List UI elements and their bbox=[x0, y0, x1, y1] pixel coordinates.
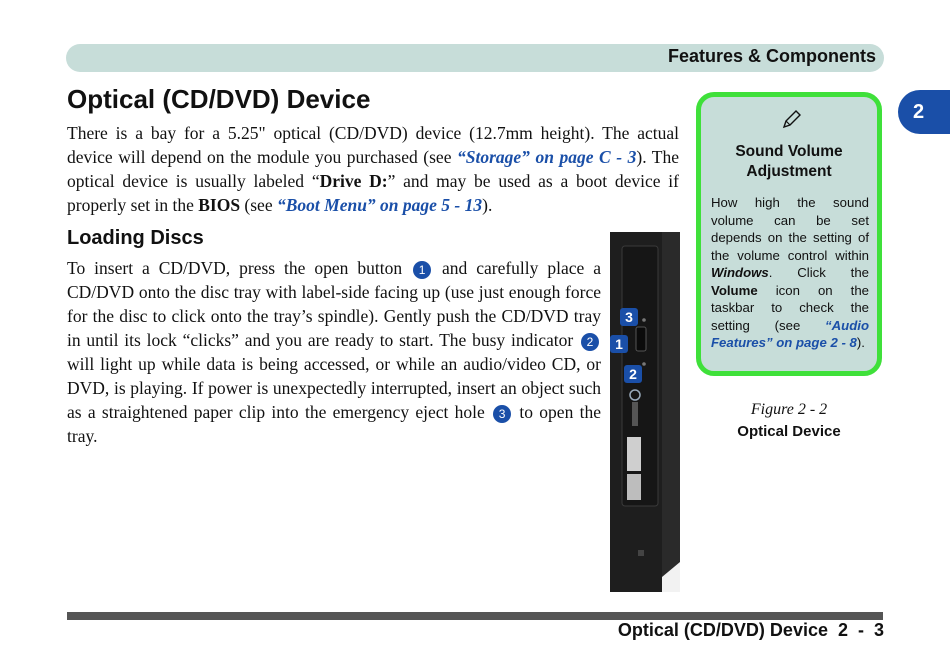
loading-discs-paragraph: To insert a CD/DVD, press the open butto… bbox=[67, 256, 601, 448]
callout-3: 3 bbox=[620, 308, 638, 326]
loading-text: to open the tray. bbox=[67, 402, 601, 446]
bios-label: BIOS bbox=[198, 195, 241, 215]
loading-text: will light up while data is being access… bbox=[67, 354, 601, 422]
intro-text: (see bbox=[240, 195, 277, 215]
boot-menu-link[interactable]: “Boot Menu” on page 5 - 13 bbox=[276, 195, 483, 215]
drive-label: Drive D: bbox=[319, 171, 388, 191]
footer-text: Optical (CD/DVD) Device 2 - 3 bbox=[617, 620, 884, 640]
note-text: icon on the taskbar to check the setting… bbox=[711, 282, 869, 333]
callout-badge-1: 1 bbox=[413, 260, 432, 279]
intro-text: ” and may be used as a boot device if pr… bbox=[67, 171, 679, 215]
figure-name: Optical Device bbox=[737, 423, 841, 440]
callout-badge-3: 3 bbox=[493, 404, 512, 423]
svg-text:2: 2 bbox=[629, 366, 637, 382]
svg-text:3: 3 bbox=[625, 309, 633, 325]
callout-badge-2: 2 bbox=[581, 332, 599, 351]
storage-link[interactable]: “Storage” on page C - 3 bbox=[457, 147, 637, 167]
callout-1: 1 bbox=[610, 335, 628, 353]
chapter-tab[interactable]: 2 bbox=[898, 90, 950, 134]
section-title: Loading Discs bbox=[67, 227, 204, 249]
svg-text:1: 1 bbox=[615, 336, 623, 352]
loading-text: To insert a CD/DVD, press the open butto… bbox=[67, 258, 412, 278]
note-title: Sound Volume Adjustment bbox=[735, 143, 843, 180]
note-text: . Click the bbox=[768, 265, 869, 280]
callout-2: 2 bbox=[624, 365, 642, 383]
figure-caption: Figure 2 - 2 bbox=[750, 401, 828, 418]
loading-text: and carefully place a CD/DVD onto the di… bbox=[67, 258, 601, 350]
audio-features-link[interactable]: “Audio Features” on page 2 - 8 bbox=[711, 317, 869, 351]
note-text: ). bbox=[856, 335, 865, 350]
page-title: Optical (CD/DVD) Device bbox=[67, 84, 371, 114]
intro-paragraph: There is a bay for a 5.25" optical (CD/D… bbox=[67, 121, 679, 217]
windows-label: Windows bbox=[711, 265, 769, 280]
note-text: How high the sound volume can be set dep… bbox=[711, 195, 869, 263]
note-box: Sound Volume Adjustment How high the sou… bbox=[696, 92, 882, 376]
footer-rule bbox=[67, 612, 883, 620]
dvd-disc-logo bbox=[627, 437, 641, 500]
intro-text: ). The optical device is usually labeled… bbox=[67, 147, 680, 191]
intro-text: There is a bay for a 5.25" optical (CD/D… bbox=[67, 123, 679, 167]
blu-ray-logo bbox=[629, 389, 641, 426]
intro-text: ). bbox=[482, 195, 493, 215]
pencil-icon bbox=[782, 110, 801, 129]
note-body: How high the sound volume can be set dep… bbox=[711, 194, 869, 352]
optical-device-photo: 3 1 2 bbox=[610, 232, 680, 592]
header-bar: Features & Components bbox=[66, 44, 884, 72]
volume-label: Volume bbox=[711, 282, 758, 298]
header-title: Features & Components bbox=[667, 46, 876, 66]
